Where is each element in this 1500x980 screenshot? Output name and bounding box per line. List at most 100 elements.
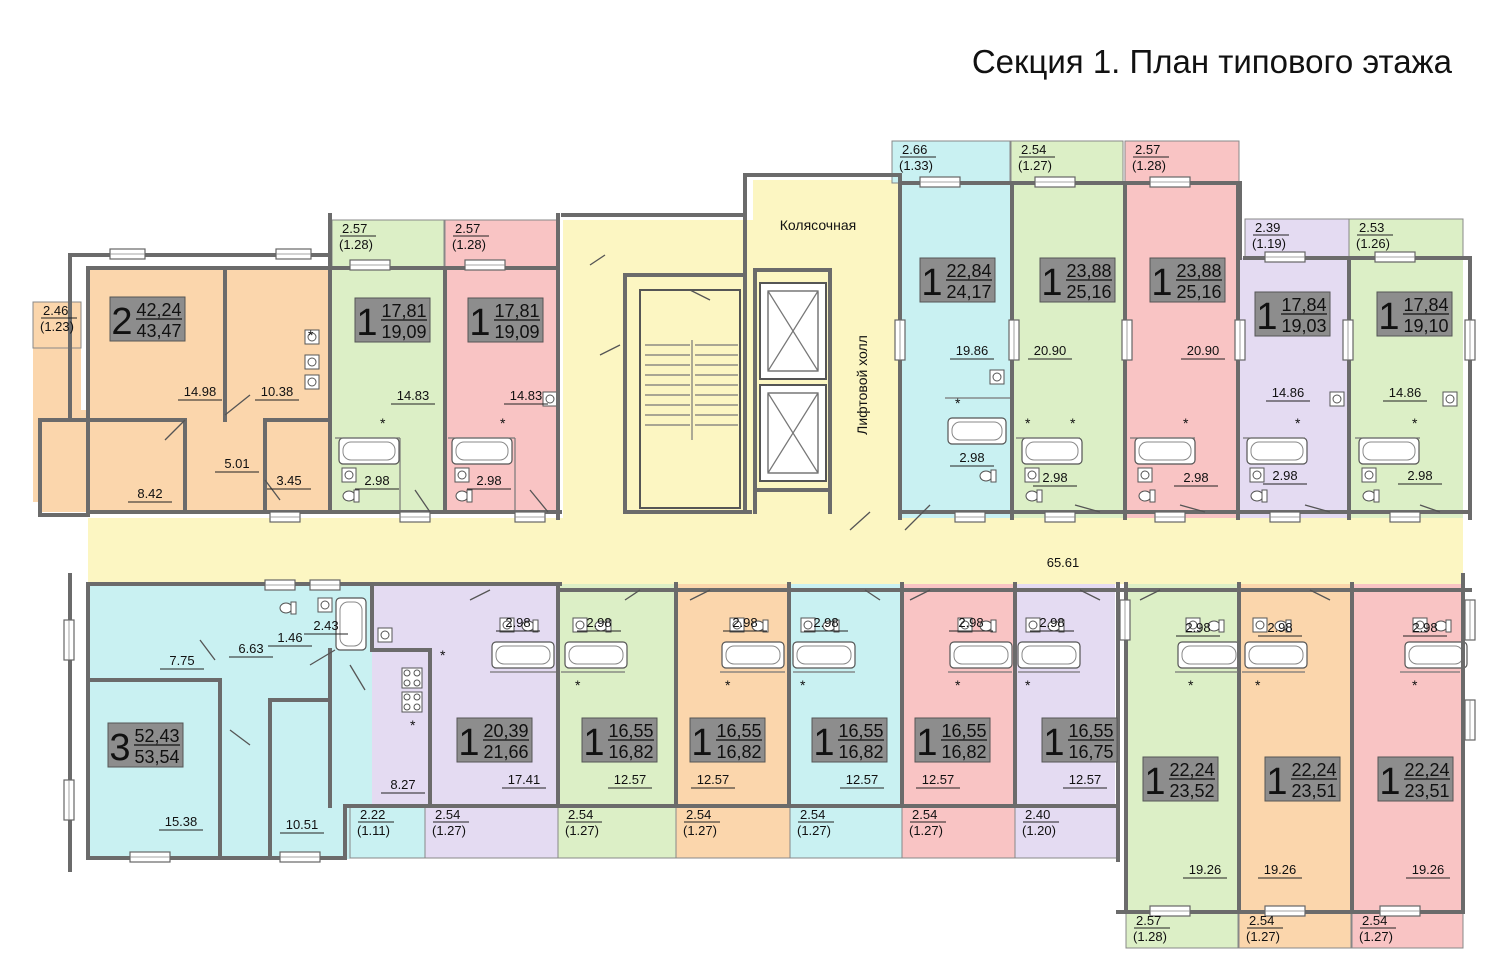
stove-burner — [403, 679, 411, 687]
vent-mark: * — [308, 327, 314, 343]
room-area: 2.98 — [732, 615, 757, 630]
vent-mark: * — [725, 677, 731, 693]
balcony-fill — [1014, 805, 1119, 859]
door-leaf — [689, 289, 711, 301]
sink-bowl — [502, 620, 512, 630]
room-area: 2.98 — [1267, 620, 1292, 635]
door-leaf — [599, 344, 621, 356]
door-leaf — [1419, 504, 1441, 513]
toilet-tank — [605, 619, 612, 633]
layer-walls — [38, 173, 1476, 917]
room-area: 20.90 — [1187, 343, 1220, 358]
bathtub — [1404, 641, 1468, 669]
door-leaf — [864, 589, 881, 601]
room-area: 2.98 — [813, 615, 838, 630]
bathtub-inner — [953, 645, 1009, 665]
stove-burner — [403, 703, 411, 711]
door-leaf — [199, 639, 216, 661]
toilet-tank — [1218, 619, 1225, 633]
balcony-fill — [349, 805, 426, 859]
room-area: 12.57 — [614, 772, 647, 787]
vent-mark: * — [1412, 677, 1418, 693]
balcony-fill — [424, 805, 559, 859]
toilet-tank — [466, 489, 473, 503]
sink-bowl — [1445, 394, 1455, 404]
room-area: 6.63 — [238, 641, 263, 656]
apartment-total-area: 16,82 — [941, 742, 986, 762]
room-area: 10.51 — [286, 817, 319, 832]
bathtub — [947, 417, 1007, 445]
apartment-living-area: 20,39 — [483, 721, 528, 741]
sink — [304, 374, 320, 390]
balcony-reduced-area: (1.20) — [1022, 823, 1056, 838]
balcony-fill — [891, 140, 1011, 184]
sink-bowl — [1028, 620, 1038, 630]
room-area: 2.98 — [1407, 468, 1432, 483]
door-leaf — [689, 589, 711, 601]
balcony-area: 2.46 — [43, 303, 68, 318]
toilet-tank — [762, 619, 769, 633]
sink-bowl — [344, 470, 354, 480]
sink — [989, 369, 1005, 385]
apartment-rooms: 1 — [921, 262, 942, 304]
zone-fill — [900, 183, 1012, 518]
sink — [729, 617, 745, 633]
room-area: 2.98 — [476, 473, 501, 488]
door-leaf — [309, 649, 336, 666]
room-area: 12.57 — [1069, 772, 1102, 787]
bathtub-inner — [1181, 645, 1237, 665]
bathtub-inner — [1025, 441, 1079, 461]
room-area: 2.98 — [1185, 620, 1210, 635]
bathtub-inner — [1021, 645, 1077, 665]
bathtub-inner — [342, 441, 396, 461]
apartment-total-area: 24,17 — [946, 282, 991, 302]
apartment-rooms: 1 — [1378, 296, 1399, 338]
room-area: 7.75 — [169, 653, 194, 668]
room-area: 2.98 — [586, 615, 611, 630]
balcony-reduced-area: (1.11) — [357, 823, 390, 838]
vent-mark: * — [1025, 415, 1031, 431]
bathtub-inner — [568, 645, 624, 665]
toilet — [1362, 490, 1376, 502]
balcony-reduced-area: (1.27) — [1018, 158, 1052, 173]
balcony-fill — [675, 805, 791, 859]
sink-bowl — [1332, 394, 1342, 404]
apartment-rooms: 1 — [1151, 262, 1172, 304]
room-area: 2.98 — [505, 615, 530, 630]
apartment-living-area: 17,81 — [381, 301, 426, 321]
room-area: 3.45 — [276, 473, 301, 488]
vent-mark: * — [1025, 677, 1031, 693]
vent-mark: * — [1412, 415, 1418, 431]
apartment-total-area: 25,16 — [1066, 282, 1111, 302]
sink-bowl — [732, 620, 742, 630]
apartment-total-area: 16,75 — [1068, 742, 1113, 762]
apartment-total-area: 23,51 — [1291, 781, 1336, 801]
toilet-tank — [990, 619, 997, 633]
room-area: 10.38 — [261, 384, 294, 399]
door-leaf — [1179, 504, 1206, 513]
door-leaf — [349, 664, 366, 691]
bathtub — [949, 641, 1013, 669]
bathtub — [1244, 641, 1308, 669]
balcony-area: 2.54 — [1249, 913, 1274, 928]
apartment-living-area: 22,84 — [946, 261, 991, 281]
toilet-tank — [833, 619, 840, 633]
sink-bowl — [1252, 470, 1262, 480]
partition — [767, 290, 819, 372]
balcony-fill — [1124, 140, 1240, 184]
sink — [1442, 391, 1458, 407]
toilet-tank — [1036, 489, 1043, 503]
balcony-reduced-area: (1.27) — [909, 823, 943, 838]
door-leaf — [264, 479, 281, 501]
room-area: 19.26 — [1189, 862, 1222, 877]
apartment-rooms: 1 — [813, 722, 834, 764]
apartment-rooms: 1 — [1266, 761, 1287, 803]
apartment-living-area: 16,55 — [1068, 721, 1113, 741]
zone-fill — [1352, 584, 1463, 912]
room-area: 2.98 — [1039, 615, 1064, 630]
balcony-fill — [1125, 911, 1239, 949]
balcony-fill — [1010, 140, 1124, 184]
vent-mark: * — [800, 677, 806, 693]
